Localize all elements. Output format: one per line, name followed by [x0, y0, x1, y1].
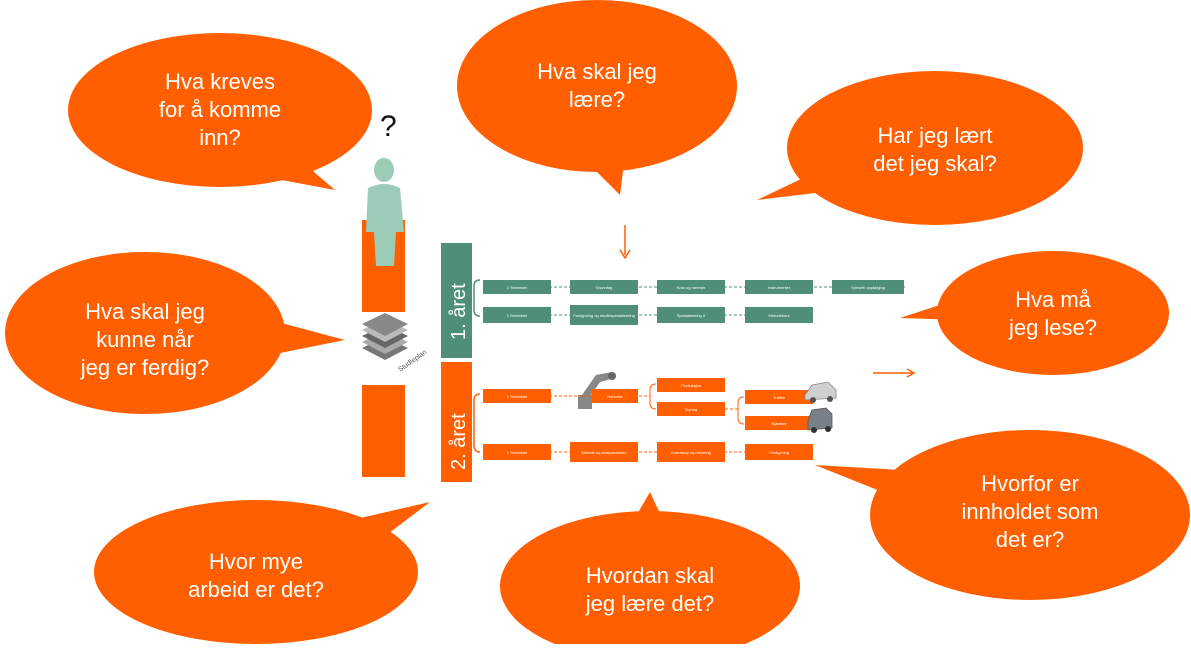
robot-arm-icon [578, 372, 616, 409]
course-box [657, 378, 725, 392]
course-box [832, 280, 904, 294]
svg-text:Fordypning: Fordypning [769, 450, 789, 455]
book-stack-icon [362, 313, 408, 360]
entry-bar-bottom [362, 385, 405, 477]
course-box [657, 307, 725, 323]
year1-row2: 1 Semester Fordypning og studiespesialis… [483, 305, 813, 325]
svg-text:Krav og rammer: Krav og rammer [677, 285, 706, 290]
svg-text:1 Semester: 1 Semester [507, 313, 528, 318]
year2-row2: 1 Semester Metode og analysearbeid Kunns… [483, 442, 813, 462]
course-box [483, 307, 551, 323]
year1-label: 1. året [448, 283, 470, 340]
svg-text:Spesialisering II: Spesialisering II [677, 313, 705, 318]
year1-row1: 1 Semester Grunnfag Krav og rammer Instr… [483, 280, 905, 294]
person-icon [366, 158, 404, 266]
course-box [483, 444, 551, 460]
svg-text:Kunnskap og mestring: Kunnskap og mestring [671, 450, 711, 455]
svg-text:Spesiell oppfølging: Spesiell oppfølging [851, 285, 885, 290]
bubble-text-hvordan: Hvordan skal jeg lære det? [585, 563, 715, 616]
bubble-hvordan [500, 492, 800, 649]
course-box [745, 307, 813, 323]
year2-label: 2. året [448, 413, 470, 470]
bubble-arbeid [94, 500, 430, 644]
course-box [745, 280, 813, 294]
course-box [570, 305, 638, 325]
bubble-text-kreves: Hva kreves for å komme inn? [158, 69, 282, 150]
course-box [657, 280, 725, 294]
course-box [483, 280, 551, 294]
svg-text:1 Semester: 1 Semester [507, 285, 528, 290]
bubble-text-hvorfor: Hvorfor er innholdet som det er? [961, 471, 1099, 552]
bubble-kunne [5, 252, 345, 414]
truck-icon [807, 407, 833, 433]
bubble-kreves [68, 33, 372, 190]
course-box [570, 280, 638, 294]
course-box [745, 444, 813, 460]
car-icon [804, 381, 837, 403]
bubble-lese [900, 251, 1169, 375]
svg-text:Produksjon: Produksjon [681, 383, 701, 388]
svg-text:Robotikk: Robotikk [607, 394, 623, 399]
year2-row1: 1 Semester Robotikk Produksjon Styring T… [483, 378, 813, 430]
svg-text:Grunnfag: Grunnfag [596, 285, 613, 290]
svg-text:Kjøretøy: Kjøretøy [771, 421, 786, 426]
bubble-text-lese: Hva må jeg lese? [1008, 287, 1098, 340]
bubble-text-kunne: Hva skal jeg kunne når jeg er ferdig? [80, 299, 210, 380]
svg-text:Metodekurs: Metodekurs [769, 313, 790, 318]
course-box [592, 389, 638, 403]
svg-text:Metode og analysearbeid: Metode og analysearbeid [582, 450, 627, 455]
course-box [657, 402, 725, 416]
bubble-text-arbeid: Hvor mye arbeid er det? [188, 549, 324, 602]
svg-text:Styring: Styring [685, 407, 697, 412]
course-box [745, 390, 813, 404]
course-box [483, 389, 551, 403]
svg-text:Instrumenter: Instrumenter [768, 285, 791, 290]
svg-text:Trafikk: Trafikk [773, 395, 785, 400]
year1-side-bar [441, 243, 472, 358]
bubble-text-laert: Har jeg lært det jeg skal? [873, 123, 997, 176]
year2-side-bar [441, 362, 472, 482]
svg-text:Fordypning og studiespesialise: Fordypning og studiespesialisering [573, 313, 635, 318]
course-box [745, 416, 813, 430]
course-box [657, 442, 725, 462]
book-label: Studieplan [397, 349, 428, 374]
question-mark: ? [380, 110, 397, 143]
course-box [570, 442, 638, 462]
svg-text:1 Semester: 1 Semester [507, 450, 528, 455]
bubble-laere [457, 0, 737, 195]
bubble-laert [757, 71, 1083, 225]
bubble-hvorfor [815, 430, 1190, 600]
svg-text:1 Semester: 1 Semester [507, 394, 528, 399]
bubble-text-laere: Hva skal jeg lære? [537, 59, 657, 112]
